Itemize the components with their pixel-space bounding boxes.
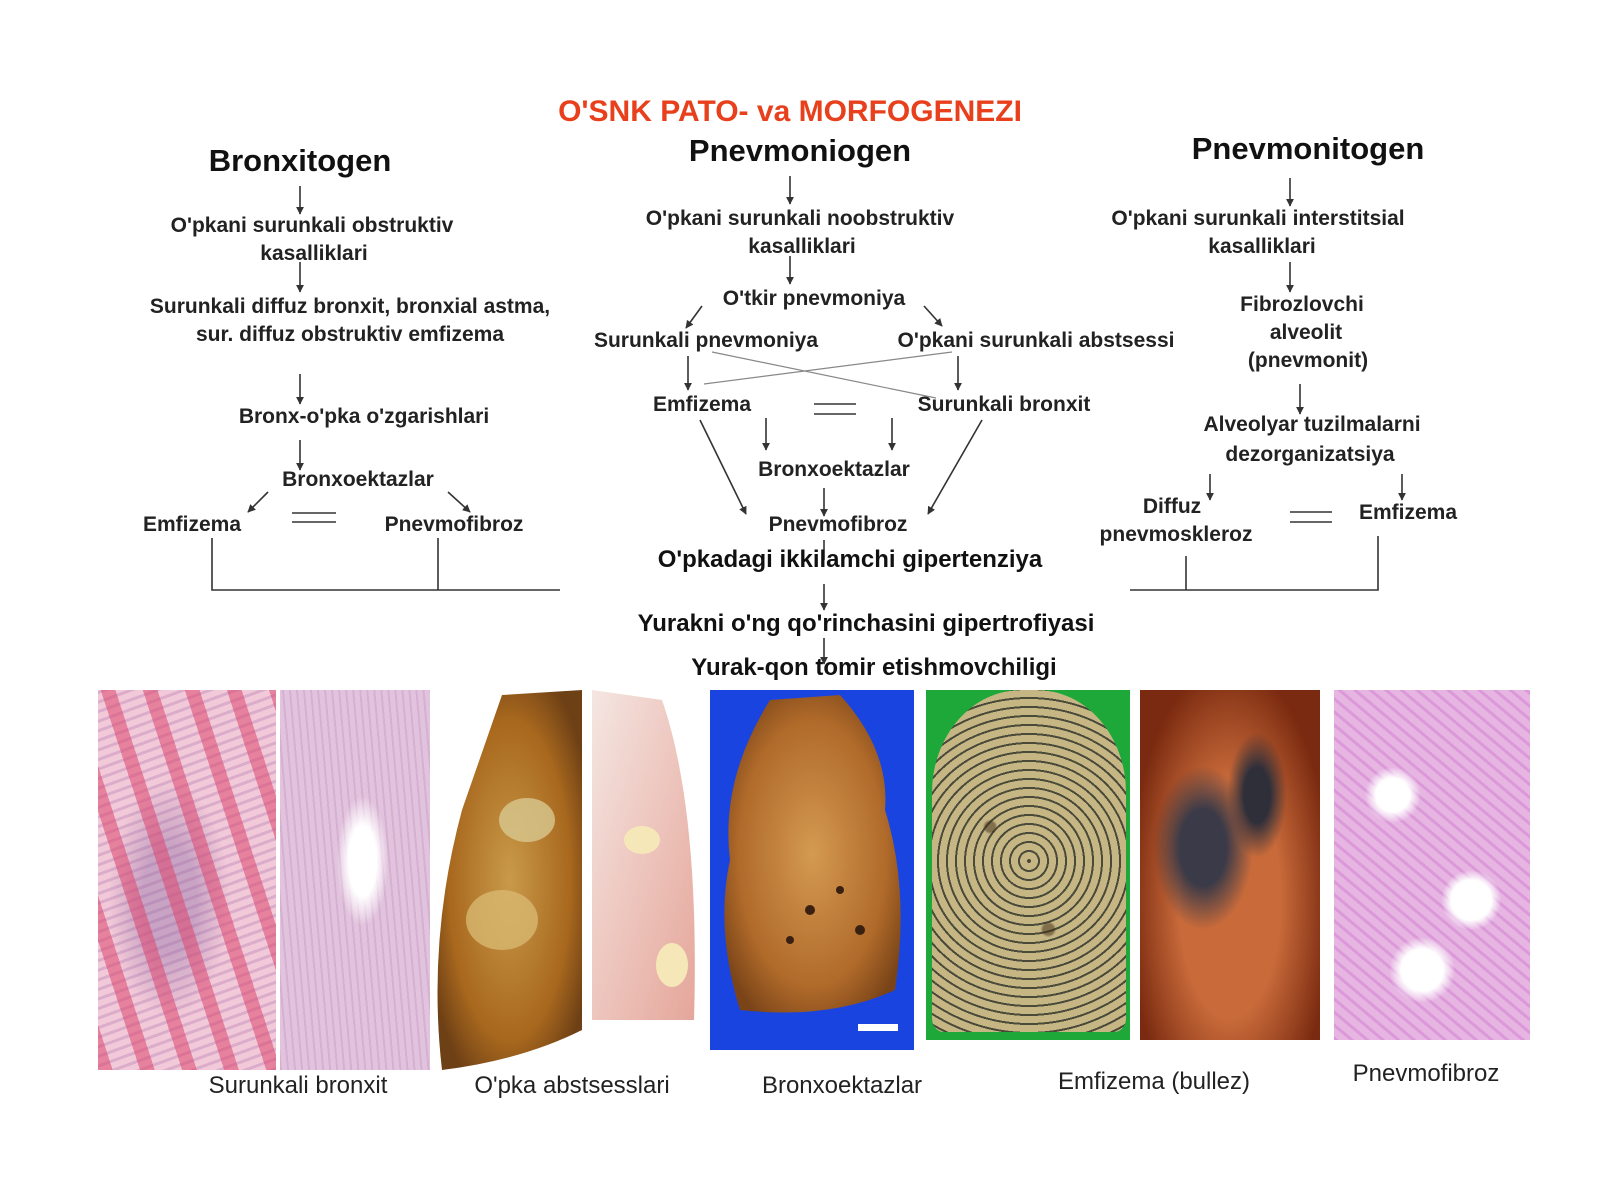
- right-node-2-line-2: alveolit: [1269, 321, 1343, 344]
- mid-node-5: Bronxoektazlar: [758, 458, 910, 481]
- pneumofibrosis-histology-photo: [1334, 690, 1530, 1040]
- cross-line-1: [711, 351, 937, 399]
- arrow-mid-3b: [923, 305, 943, 327]
- left-node-2-line-2: sur. diffuz obstruktiv emfizema: [195, 323, 505, 346]
- bullous-emphysema-photo: [1140, 690, 1320, 1040]
- right-node-4a-line-1: Diffuz: [1142, 495, 1202, 518]
- cross-line-2: [703, 351, 953, 385]
- arrow-left-5b: [447, 491, 471, 513]
- right-node-3-line-2: dezorganizatsiya: [1225, 443, 1395, 466]
- heading-pnevmoniogen: Pnevmoniogen: [688, 133, 912, 168]
- bracket-left: [211, 538, 560, 591]
- bottom-line-1: O'pkadagi ikkilamchi gipertenziya: [657, 546, 1043, 573]
- right-node-1-line-1: O'pkani surunkali interstitsial: [1111, 207, 1405, 230]
- left-node-1-line-2: kasalliklari: [260, 242, 368, 265]
- mid-node-4a: Emfizema: [652, 393, 752, 416]
- left-node-2-line-1: Surunkali diffuz bronxit, bronxial astma…: [149, 295, 551, 318]
- mid-node-1-line-1: O'pkani surunkali noobstruktiv: [645, 207, 955, 230]
- right-node-2-line-3: (pnevmonit): [1247, 349, 1369, 372]
- arrow-mid-3a: [685, 305, 703, 329]
- right-node-4b: Emfizema: [1358, 501, 1458, 524]
- mid-node-4b: Surunkali bronxit: [917, 393, 1091, 416]
- left-node-4: Bronxoektazlar: [282, 468, 434, 491]
- bottom-line-2: Yurakni o'ng qo'rinchasini gipertrofiyas…: [637, 610, 1095, 637]
- caption-pnevmofibroz: Pnevmofibroz: [1352, 1060, 1500, 1087]
- left-node-1-line-1: O'pkani surunkali obstruktiv: [170, 214, 454, 237]
- right-node-1-line-2: kasalliklari: [1208, 235, 1316, 258]
- mid-node-3b: O'pkani surunkali abstsessi: [897, 329, 1175, 352]
- bracket-right: [1130, 536, 1379, 591]
- left-node-3: Bronx-o'pka o'zgarishlari: [238, 405, 490, 428]
- arrow-left-5a: [247, 491, 269, 513]
- right-node-2-line-1: Fibrozlovchi: [1240, 293, 1364, 316]
- histology-photo-1: [98, 690, 276, 1070]
- left-node-5b: Pnevmofibroz: [384, 513, 524, 536]
- right-node-4a-line-2: pnevmoskleroz: [1099, 523, 1253, 546]
- heading-bronxitogen: Bronxitogen: [208, 143, 392, 178]
- right-node-3-line-1: Alveolyar tuzilmalarni: [1203, 413, 1421, 436]
- histology-photo-2: [280, 690, 430, 1070]
- arrow-mid-6a: [699, 419, 747, 515]
- caption-surunkali-bronxit: Surunkali bronxit: [208, 1072, 388, 1099]
- bronchiectasis-specimen-photo: [710, 690, 914, 1050]
- caption-opka-abstsesslari: O'pka abstsesslari: [474, 1072, 670, 1099]
- emphysema-specimen-frame: [926, 690, 1130, 1040]
- mid-node-1-line-2: kasalliklari: [748, 235, 856, 258]
- caption-bronxoektazlar: Bronxoektazlar: [761, 1072, 923, 1099]
- page-title: O'SNK PATO- va MORFOGENEZI: [558, 95, 1022, 128]
- bottom-line-3: Yurak-qon tomir etishmovchiligi: [691, 654, 1057, 681]
- mid-node-3a: Surunkali pnevmoniya: [593, 329, 819, 352]
- left-node-5a: Emfizema: [142, 513, 242, 536]
- mid-node-2: O'tkir pnevmoniya: [722, 287, 906, 310]
- heading-pnevmonitogen: Pnevmonitogen: [1191, 131, 1425, 166]
- arrow-mid-6b: [927, 419, 983, 515]
- abscess-specimen-photo: [437, 690, 695, 1070]
- caption-emfizema-bullez: Emfizema (bullez): [1057, 1068, 1251, 1095]
- emphysema-specimen-photo: [932, 690, 1126, 1032]
- mid-node-6: Pnevmofibroz: [768, 513, 908, 536]
